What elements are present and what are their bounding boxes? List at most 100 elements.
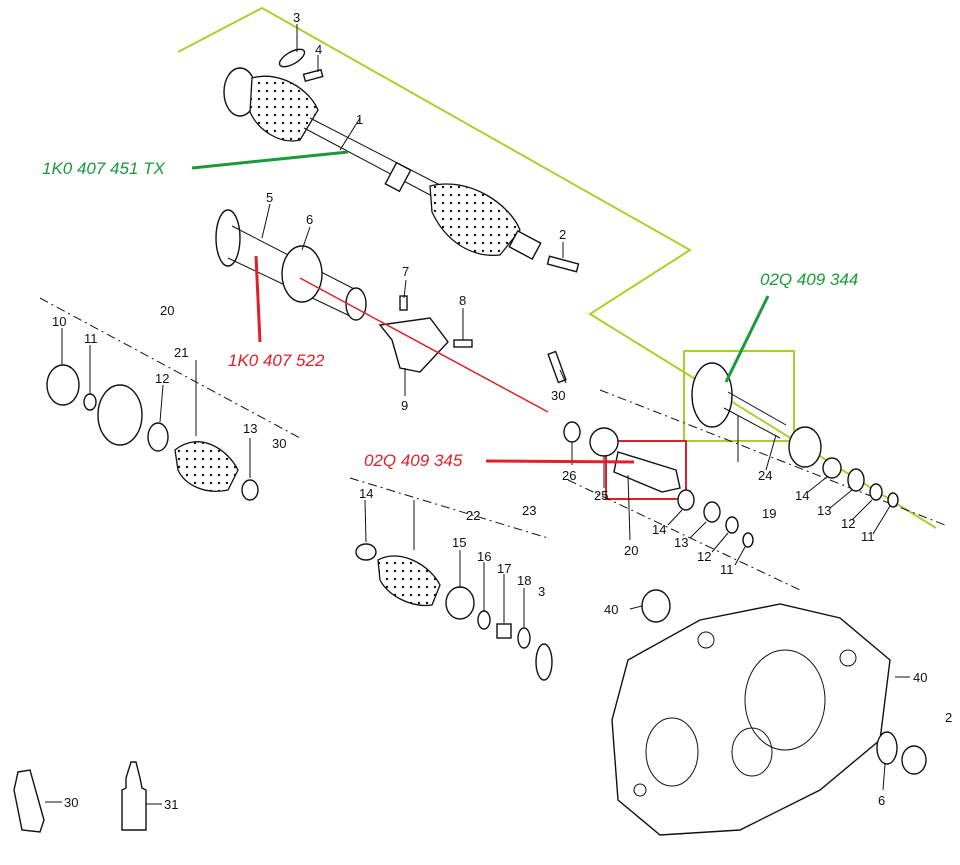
label-31: 31 xyxy=(164,797,178,812)
label-8: 8 xyxy=(459,293,466,308)
label-30-tube: 30 xyxy=(64,795,78,810)
ring-12-a xyxy=(725,516,739,534)
label-30-left: 30 xyxy=(272,436,286,451)
bolt-30 xyxy=(547,350,567,384)
label-11-left: 11 xyxy=(84,331,98,346)
ring-11-left xyxy=(83,393,97,411)
clamp-12-left xyxy=(147,422,169,452)
label-26: 26 xyxy=(562,468,576,483)
label-25: 25 xyxy=(594,488,608,503)
label-6-housing: 6 xyxy=(878,793,885,808)
label-23: 23 xyxy=(522,503,536,518)
boot-21 xyxy=(174,441,239,492)
label-12-a: 12 xyxy=(697,549,711,564)
bolt-7 xyxy=(399,295,408,311)
label-14-mid: 14 xyxy=(359,486,373,501)
cup-25 xyxy=(589,427,619,457)
label-13-b: 13 xyxy=(817,503,831,518)
clip-3 xyxy=(278,48,306,68)
label-12-b: 12 xyxy=(841,516,855,531)
clamp-13-left xyxy=(241,479,259,501)
label-40-housing: 40 xyxy=(913,670,927,685)
label-7: 7 xyxy=(402,264,409,279)
group-line-mid xyxy=(349,477,549,539)
clamp-14-a xyxy=(677,489,695,511)
label-18: 18 xyxy=(517,573,531,588)
callout-line-shaft-long xyxy=(299,277,549,413)
label-20-left: 20 xyxy=(160,303,174,318)
stub-highlight-box xyxy=(605,440,687,500)
seal-10 xyxy=(46,364,80,406)
seal-24 xyxy=(788,426,822,468)
output-flange xyxy=(691,362,787,439)
label-9: 9 xyxy=(401,398,408,413)
label-21: 21 xyxy=(174,345,188,360)
label-24: 24 xyxy=(758,468,772,483)
ring-13-b xyxy=(847,468,865,492)
ring-11-a xyxy=(742,532,754,548)
label-4: 4 xyxy=(315,42,322,57)
clamp-14-mid xyxy=(355,543,377,561)
ring-18 xyxy=(517,627,531,649)
group-line-lower xyxy=(567,479,801,591)
label-3: 3 xyxy=(293,10,300,25)
seal-40 xyxy=(641,589,671,623)
seal-housing xyxy=(901,745,927,775)
label-13-left: 13 xyxy=(243,421,257,436)
label-12-left: 12 xyxy=(155,371,169,386)
label-10: 10 xyxy=(52,314,66,329)
bolt-2 xyxy=(546,255,580,273)
label-14-a: 14 xyxy=(652,522,666,537)
label-19: 19 xyxy=(762,506,776,521)
label-17: 17 xyxy=(497,561,511,576)
callout-leader-flange xyxy=(724,295,770,383)
bolt-8 xyxy=(453,339,473,348)
label-16: 16 xyxy=(477,549,491,564)
clamp-15-mid xyxy=(445,586,475,620)
callout-leader-stub xyxy=(485,459,635,464)
leader-lines xyxy=(45,24,910,805)
callout-leader-shaft xyxy=(254,255,262,343)
ring-16 xyxy=(477,610,491,630)
clamp-14-b xyxy=(822,457,842,479)
label-2: 2 xyxy=(559,227,566,242)
bottle-31 xyxy=(121,761,147,831)
label-6: 6 xyxy=(306,212,313,227)
joint-housing xyxy=(97,384,143,446)
label-22: 22 xyxy=(466,508,480,523)
label-3-cut: 3 xyxy=(538,584,545,599)
ring-11-b xyxy=(887,492,899,508)
label-13-a: 13 xyxy=(674,535,688,550)
bracket-9 xyxy=(378,317,449,373)
ring-26 xyxy=(563,421,581,443)
callout-axle: 1K0 407 451 TX xyxy=(42,159,166,178)
label-5: 5 xyxy=(266,190,273,205)
gearbox-housing xyxy=(611,603,891,836)
label-11-b: 11 xyxy=(861,529,875,544)
group-line-right xyxy=(599,389,946,526)
label-30-bolt: 30 xyxy=(551,388,565,403)
part-3-cut xyxy=(535,643,553,681)
intermediate-shaft xyxy=(215,209,367,321)
label-11-a: 11 xyxy=(720,562,734,577)
bolt-4 xyxy=(302,68,324,83)
part-17 xyxy=(496,623,512,639)
ring-12-b xyxy=(869,483,883,501)
callout-stub: 02Q 409 345 xyxy=(364,451,463,470)
label-15: 15 xyxy=(452,535,466,550)
drive-axle xyxy=(223,67,542,260)
callout-leader-axle xyxy=(191,150,349,170)
label-14-b: 14 xyxy=(795,488,809,503)
label-40-seal: 40 xyxy=(604,602,618,617)
ring-6-housing xyxy=(876,731,898,765)
group-line-left xyxy=(39,297,301,439)
label-20-right: 20 xyxy=(624,543,638,558)
label-1: 1 xyxy=(356,112,363,127)
stub-shaft xyxy=(613,451,681,493)
callout-shaft: 1K0 407 522 xyxy=(228,351,325,370)
ring-13-a xyxy=(703,501,721,523)
boot-mid xyxy=(377,555,441,607)
callout-flange: 02Q 409 344 xyxy=(760,270,858,289)
grease-tube-30 xyxy=(13,769,45,833)
